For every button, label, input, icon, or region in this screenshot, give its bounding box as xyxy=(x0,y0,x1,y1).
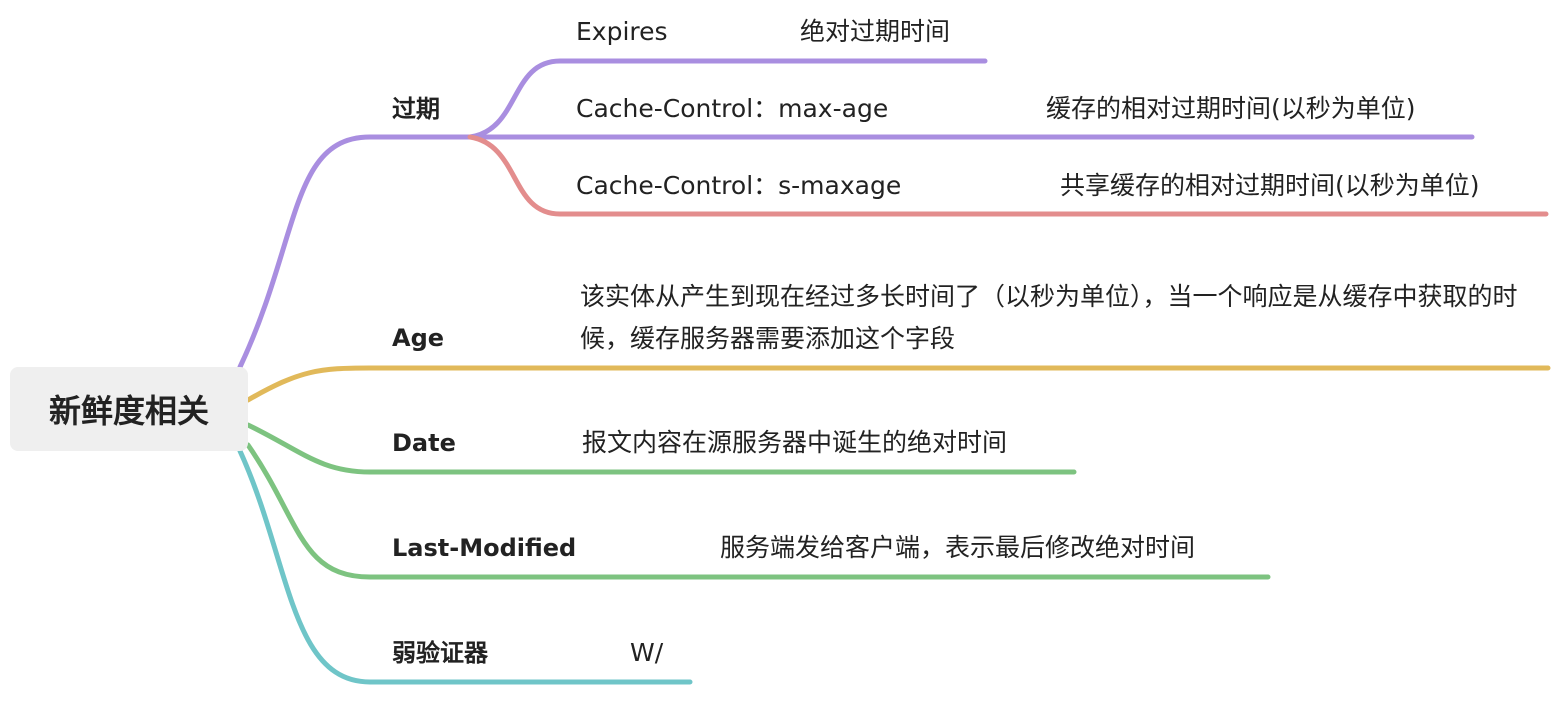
node-expires-key[interactable]: Expires xyxy=(576,17,668,46)
node-age-desc: 该实体从产生到现在经过多长时间了（以秒为单位），当一个响应是从缓存中获取的时候，… xyxy=(580,282,1518,353)
node-s-maxage-desc: 共享缓存的相对过期时间(以秒为单位) xyxy=(1060,171,1480,200)
branch-age-label[interactable]: Age xyxy=(392,324,445,352)
branch-last-modified-label[interactable]: Last-Modified xyxy=(392,534,577,562)
connector-expiry xyxy=(237,134,473,370)
node-max-age-key[interactable]: Cache-Control：max-age xyxy=(576,94,889,123)
node-expires-desc: 绝对过期时间 xyxy=(800,17,951,46)
connector-weak-validator xyxy=(237,448,693,685)
node-max-age-desc: 缓存的相对过期时间(以秒为单位) xyxy=(1046,94,1416,123)
root-node[interactable]: 新鲜度相关 xyxy=(10,367,248,451)
connector-age xyxy=(245,365,1551,403)
root-node-label: 新鲜度相关 xyxy=(48,392,209,430)
connector-expires xyxy=(467,58,988,140)
branch-weak-validator-label[interactable]: 弱验证器 xyxy=(392,639,488,667)
branch-expiry-label[interactable]: 过期 xyxy=(392,95,440,123)
node-last-modified-desc: 服务端发给客户端，表示最后修改绝对时间 xyxy=(720,533,1196,562)
connector-s-maxage xyxy=(467,134,1549,217)
connector-date xyxy=(245,422,1077,475)
connector-last-modified xyxy=(245,442,1271,580)
node-s-maxage-key[interactable]: Cache-Control：s-maxage xyxy=(576,171,902,200)
node-weak-validator-desc: W/ xyxy=(630,638,664,667)
branch-date-label[interactable]: Date xyxy=(392,429,456,457)
node-date-desc: 报文内容在源服务器中诞生的绝对时间 xyxy=(582,428,1008,457)
